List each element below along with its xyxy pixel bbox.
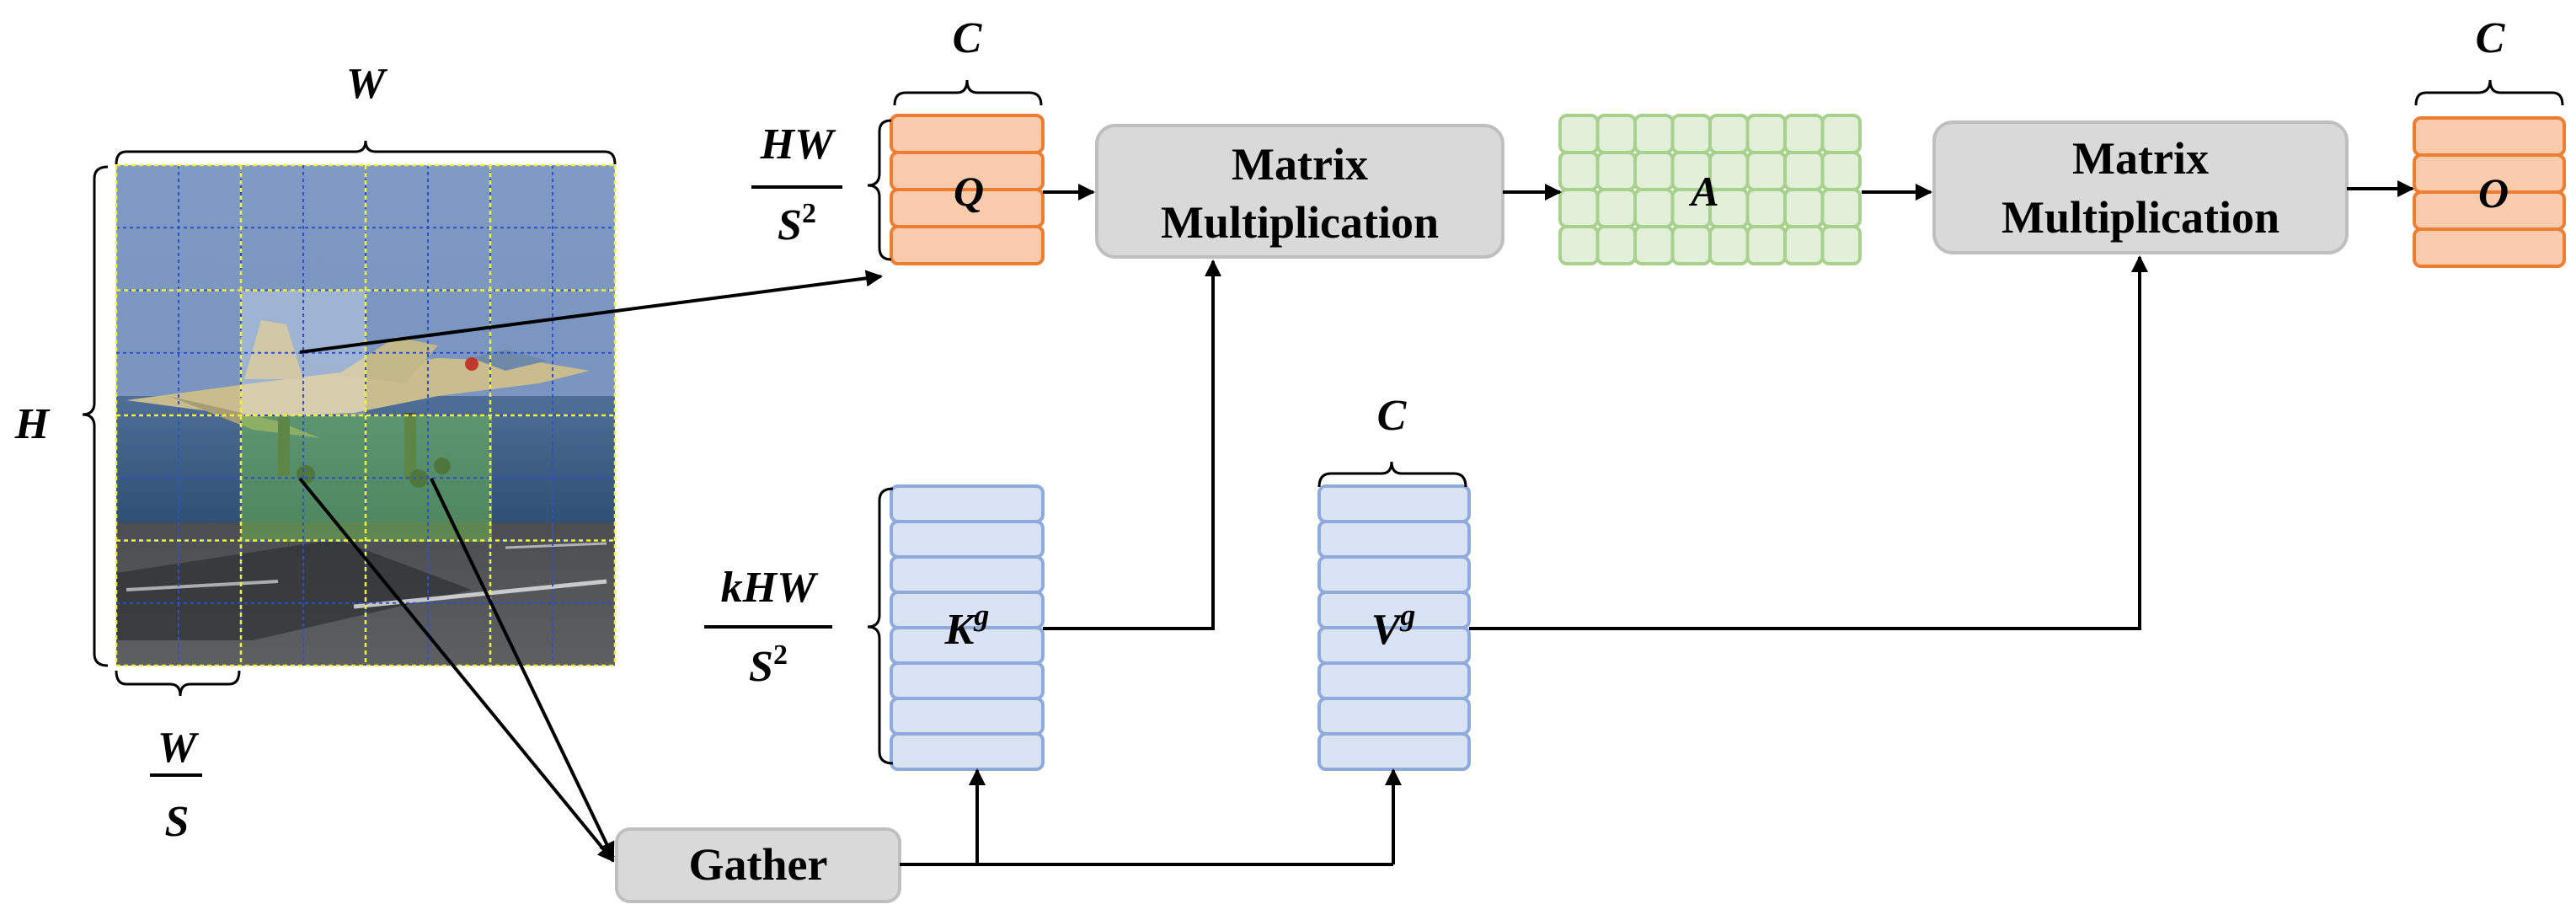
- v-row: [1317, 732, 1471, 771]
- q-matrix: [890, 114, 1045, 265]
- a-cell: [1820, 225, 1862, 265]
- svg-text:Multiplication: Multiplication: [2001, 192, 2279, 243]
- a-symbol: A: [1688, 168, 1718, 215]
- a-cell: [1633, 225, 1675, 265]
- o-row: [2413, 116, 2566, 157]
- width-brace: [115, 140, 617, 165]
- a-cell: [1595, 225, 1637, 265]
- a-cell: [1633, 188, 1675, 228]
- q-channel-brace: [893, 79, 1043, 106]
- a-matrix: [1558, 114, 1862, 265]
- a-cell: [1745, 188, 1787, 228]
- arrow-region1-to-gather: [298, 477, 615, 863]
- arrow-patch-to-q: [299, 270, 883, 354]
- q-symbol: Q: [954, 168, 984, 215]
- coarse-grid: [115, 163, 617, 667]
- k-rows-denominator: S2: [749, 639, 788, 691]
- arrow-region2-to-gather: [430, 478, 615, 859]
- a-cell: [1783, 188, 1825, 228]
- height-brace: [82, 165, 109, 667]
- q-row: [890, 225, 1045, 265]
- svg-text:Matrix: Matrix: [1232, 139, 1368, 190]
- svg-text:Matrix: Matrix: [2072, 133, 2209, 184]
- v-row: [1317, 697, 1471, 736]
- k-row: [890, 520, 1045, 559]
- o-channel-brace: [2414, 79, 2564, 106]
- q-rows-numerator: HW: [760, 120, 836, 169]
- k-symbol: Kg: [944, 598, 990, 654]
- a-cell: [1745, 151, 1787, 191]
- a-cell: [1595, 188, 1637, 228]
- a-cell: [1558, 114, 1600, 154]
- k-row: [890, 484, 1045, 523]
- matrix-multiplication-1: Matrix Multiplication: [1095, 124, 1504, 259]
- k-rows-brace: [867, 487, 894, 765]
- q-rows-denominator: S2: [778, 198, 816, 249]
- a-cell: [1595, 114, 1637, 154]
- a-cell: [1783, 225, 1825, 265]
- a-cell: [1820, 188, 1862, 228]
- a-cell: [1633, 151, 1675, 191]
- k-row: [890, 697, 1045, 736]
- a-cell: [1558, 225, 1600, 265]
- v-row: [1317, 520, 1471, 559]
- a-cell: [1820, 114, 1862, 154]
- gather-box: Gather: [615, 827, 901, 903]
- arrow-v-to-matmul2: [1469, 255, 2148, 630]
- v-channel-label: C: [1377, 392, 1408, 440]
- v-row: [1317, 555, 1471, 594]
- a-cell: [1558, 151, 1600, 191]
- k-rows-numerator: kHW: [721, 564, 819, 612]
- o-channel-label: C: [2476, 14, 2506, 62]
- matrix-multiplication-2: Matrix Multiplication: [1932, 120, 2349, 254]
- v-row: [1317, 484, 1471, 523]
- patch-width-denominator: S: [165, 798, 190, 846]
- a-cell: [1670, 225, 1712, 265]
- v-symbol: Vg: [1371, 598, 1416, 654]
- a-cell: [1633, 114, 1675, 154]
- a-cell: [1745, 114, 1787, 154]
- v-matrix: [1317, 484, 1471, 771]
- q-row: [890, 114, 1045, 154]
- o-matrix: [2413, 116, 2566, 268]
- a-cell: [1820, 151, 1862, 191]
- a-cell: [1670, 114, 1712, 154]
- arrows: [298, 180, 2414, 866]
- svg-text:Gather: Gather: [689, 839, 828, 890]
- a-cell: [1708, 225, 1750, 265]
- a-cell: [1558, 188, 1600, 228]
- patch-width-numerator: W: [158, 724, 200, 772]
- k-matrix: [890, 484, 1045, 771]
- image-width-label: W: [346, 60, 388, 108]
- k-row: [890, 555, 1045, 594]
- a-cell: [1783, 151, 1825, 191]
- o-row: [2413, 227, 2566, 268]
- a-cell: [1745, 225, 1787, 265]
- arrow-k-to-matmul1: [1043, 260, 1221, 630]
- q-channel-label: C: [953, 14, 983, 62]
- svg-text:Multiplication: Multiplication: [1161, 197, 1439, 248]
- k-row: [890, 732, 1045, 771]
- a-cell: [1783, 114, 1825, 154]
- o-symbol: O: [2478, 169, 2509, 217]
- k-row: [890, 661, 1045, 700]
- patch-brace: [115, 670, 241, 697]
- v-channel-brace: [1317, 461, 1467, 488]
- input-image: [115, 163, 617, 667]
- image-height-label: H: [14, 400, 51, 448]
- q-rows-brace: [867, 119, 892, 261]
- a-cell: [1595, 151, 1637, 191]
- v-row: [1317, 661, 1471, 700]
- a-cell: [1708, 114, 1750, 154]
